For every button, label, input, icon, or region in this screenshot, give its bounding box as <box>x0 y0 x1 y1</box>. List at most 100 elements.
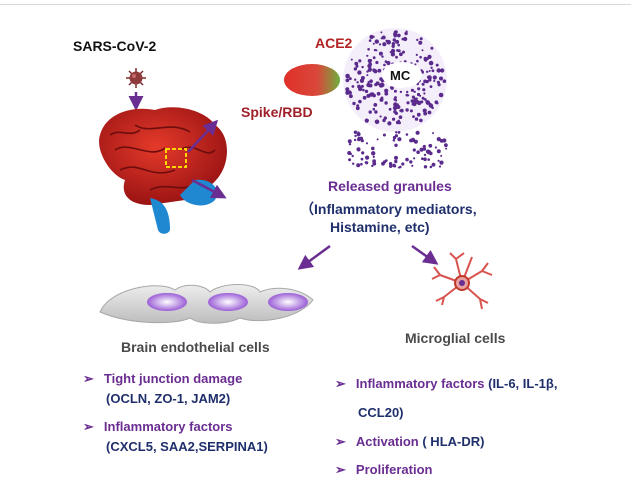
granule-dot <box>367 80 370 84</box>
granule-dot <box>395 103 399 107</box>
released-granule-dot <box>348 158 352 162</box>
microglia-item-1-detail: CCL20) <box>358 405 404 420</box>
granule-dot <box>384 101 388 105</box>
granule-dot <box>406 101 410 105</box>
granule-dot <box>355 106 360 111</box>
released-granule-dot <box>388 162 393 166</box>
granule-dot <box>423 56 427 61</box>
granule-dot <box>374 39 379 44</box>
granule-dot <box>364 118 369 123</box>
granule-dot <box>393 89 397 93</box>
brain-icon <box>99 107 227 234</box>
granule-dot <box>345 78 350 83</box>
released-granule-dot <box>372 161 377 166</box>
granule-dot <box>425 79 429 84</box>
granule-dot <box>411 102 415 106</box>
granule-dot <box>381 55 384 58</box>
released-granule-dot <box>410 137 416 143</box>
granule-dot <box>384 91 389 96</box>
granule-dot <box>377 68 382 73</box>
granule-dot <box>399 109 402 112</box>
granule-dot <box>366 54 369 57</box>
top-divider <box>0 4 631 5</box>
granules-line2: Histamine, etc) <box>330 219 430 235</box>
released-granule-dot <box>427 158 431 161</box>
granule-dot <box>427 75 432 80</box>
released-granule-dot <box>421 157 424 160</box>
released-granule-dot <box>392 139 396 142</box>
released-granule-dot <box>432 132 434 135</box>
granule-dot <box>351 85 355 88</box>
released-granule-dot <box>397 137 402 142</box>
released-granule-dot <box>436 137 441 142</box>
released-granule-dot <box>424 158 427 162</box>
granule-dot <box>412 115 415 118</box>
granule-dot <box>419 94 422 97</box>
granule-dot <box>395 55 398 59</box>
microglia-item-1: ➢Inflammatory factors (IL-6, IL-1β, <box>335 376 557 392</box>
granule-dot <box>360 76 365 80</box>
spike-protein-icon <box>284 64 340 96</box>
granule-dot <box>423 111 428 116</box>
granule-dot <box>352 101 356 106</box>
granule-dot <box>383 116 387 120</box>
released-granule-dot <box>434 146 437 149</box>
released-granule-dot <box>394 143 398 147</box>
granule-dot <box>393 110 397 114</box>
granule-dot <box>429 85 433 88</box>
granules-title: Released granules <box>328 178 452 194</box>
granule-dot <box>387 121 392 126</box>
granule-dot <box>421 82 425 86</box>
released-granule-dot <box>372 155 375 158</box>
granule-dot <box>436 68 441 73</box>
released-granule-dot <box>360 157 364 161</box>
granule-dot <box>438 83 441 86</box>
released-granule-dot <box>412 148 416 152</box>
released-granule-dot <box>422 144 426 149</box>
granule-dot <box>353 67 358 71</box>
released-granule-dot <box>428 143 433 148</box>
granule-dot <box>430 46 434 50</box>
granule-dot <box>419 118 423 123</box>
released-granule-dot <box>360 162 363 166</box>
granule-dot <box>373 48 377 52</box>
endothelial-title: Brain endothelial cells <box>121 339 270 355</box>
granule-dot <box>388 107 392 111</box>
released-granule-dot <box>395 131 398 134</box>
granule-dot <box>367 48 370 51</box>
released-granule-dot <box>356 163 361 168</box>
released-granule-dot <box>429 165 433 169</box>
endothelial-item-2-heading: Inflammatory factors <box>103 419 233 434</box>
granule-dot <box>414 117 419 121</box>
granule-dot <box>395 39 400 44</box>
granule-dot <box>427 110 432 115</box>
granule-dot <box>356 104 360 108</box>
endothelial-item-1-heading: Tight junction damage <box>103 371 243 386</box>
released-granule-dot <box>401 162 405 166</box>
granule-dot <box>396 49 399 52</box>
granule-dot <box>433 79 436 82</box>
granule-dot <box>379 115 382 118</box>
granule-dot <box>440 69 443 72</box>
endothelial-item-2: ➢Inflammatory factors <box>83 419 233 435</box>
granule-dot <box>369 79 373 83</box>
released-granule-dot <box>356 132 361 137</box>
granule-dot <box>379 77 383 81</box>
ace2-label: ACE2 <box>315 35 353 51</box>
granule-dot <box>383 63 386 67</box>
released-granule-dot <box>382 133 386 137</box>
granule-dot <box>428 60 434 66</box>
granule-dot <box>410 88 414 92</box>
granule-dot <box>426 70 429 74</box>
granule-dot <box>397 43 401 47</box>
granule-dot <box>391 44 395 48</box>
bullet-arrow-icon: ➢ <box>335 376 346 391</box>
granule-dot <box>403 36 408 42</box>
granule-dot <box>381 35 386 40</box>
granule-dot <box>430 66 433 70</box>
microglia-item-3: ➢Proliferation <box>335 462 432 478</box>
granule-dot <box>354 78 357 81</box>
released-granule-dot <box>445 147 448 150</box>
released-granule-dot <box>354 134 357 138</box>
released-granule-dot <box>397 131 401 134</box>
